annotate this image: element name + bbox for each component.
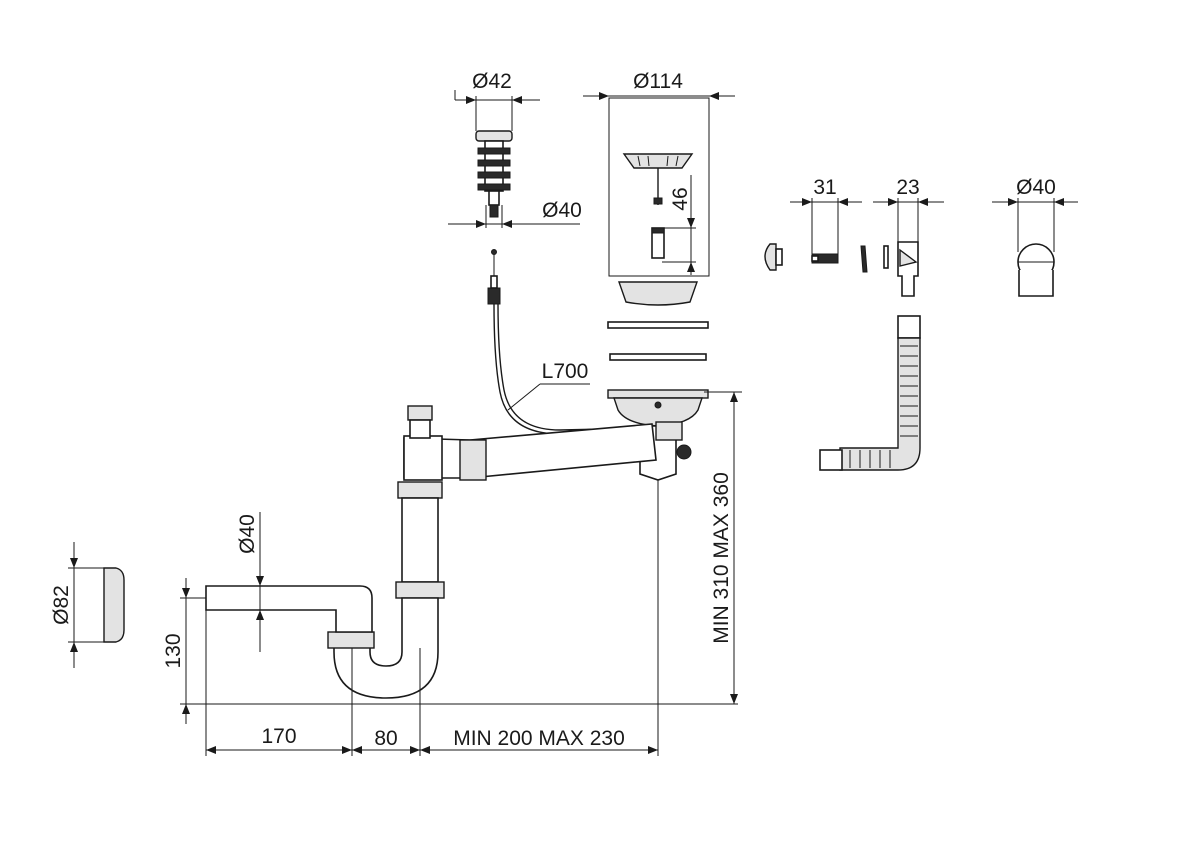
strainer-diameter-dimension: Ø114 [583,70,735,100]
strainer-depth-label: 46 [669,187,692,210]
overflow-body [897,241,919,297]
flange-gaskets [607,321,709,399]
outlet-diameter-dimension: Ø40 [236,512,264,652]
remote-cable [487,249,651,435]
outlet-height-label: 130 [162,633,185,668]
overflow-hose [819,315,921,471]
waste-body [613,397,703,481]
overflow-cover [764,243,783,271]
drain-plug-thread-dimension: Ø40 [448,199,582,228]
overflow-outlet-dimension: Ø40 [992,176,1078,252]
overflow-body-label: 23 [896,176,919,199]
overflow-screw-label: 31 [813,176,836,199]
strainer-depth-dimension: 46 [662,175,696,275]
drain-plug-diameter-label: Ø42 [472,70,512,93]
drain-plug [475,130,513,218]
outlet-height-dimension: 130 [162,578,206,724]
overflow-screw [811,253,839,264]
overflow-gaskets [860,245,889,273]
overflow-body-dimension: 23 [873,176,944,242]
overflow-screw-dimension: 31 [790,176,862,254]
strainer-diameter-label: Ø114 [633,70,683,93]
cap [103,567,125,643]
outlet-pipe [205,585,373,633]
trap-offset-label: 80 [374,727,397,750]
overflow-pipe-horizontal [403,405,657,481]
cap-diameter-dimension: Ø82 [50,542,104,668]
overflow-outlet-label: Ø40 [1016,176,1056,199]
drain-plug-thread-label: Ø40 [542,199,582,222]
trap-height-label: MIN 310 MAX 360 [710,472,733,644]
cable-length-label: L700 [542,360,589,383]
trap-height-dimension: MIN 310 MAX 360 [704,391,742,704]
drain-plug-diameter-dimension: Ø42 [454,70,540,131]
strainer-basket [608,97,710,306]
outlet-diameter-label: Ø40 [236,514,259,554]
cap-diameter-label: Ø82 [50,585,73,625]
trap [327,481,445,699]
outlet-length-label: 170 [261,725,296,748]
cable-length-callout: L700 [507,360,590,411]
trap-reach-label: MIN 200 MAX 230 [453,727,625,750]
horizontal-dimensions: 170 80 MIN 200 MAX 230 [205,480,659,756]
overflow-outlet-front [1017,243,1055,297]
